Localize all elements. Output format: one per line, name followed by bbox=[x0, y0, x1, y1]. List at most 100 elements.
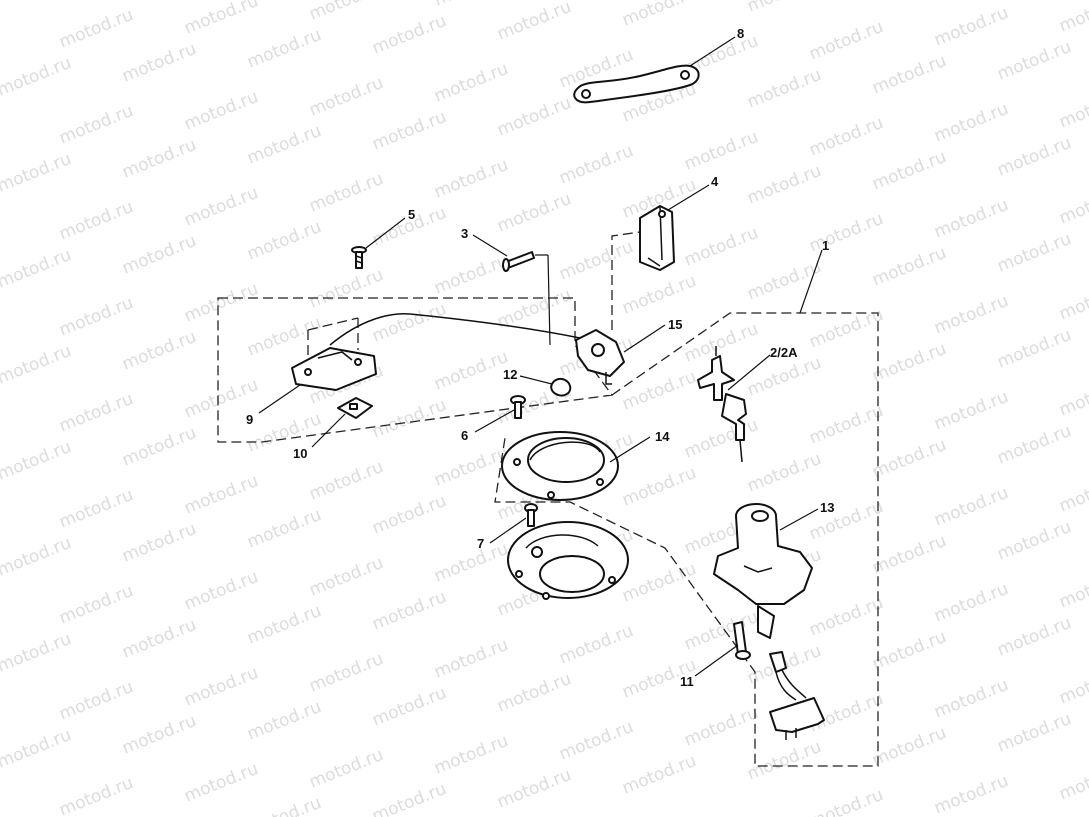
watermark-text: motod.ru bbox=[1056, 277, 1089, 325]
watermark-text: motod.ru bbox=[556, 237, 636, 285]
watermark-text: motod.ru bbox=[306, 169, 386, 217]
watermark-text: motod.ru bbox=[869, 51, 949, 99]
watermark-text: motod.ru bbox=[869, 339, 949, 387]
watermark-text: motod.ru bbox=[244, 793, 324, 817]
watermark-text: motod.ru bbox=[806, 113, 886, 161]
watermark-text: motod.ru bbox=[0, 629, 74, 677]
watermark-text: motod.ru bbox=[619, 271, 699, 319]
watermark-text: motod.ru bbox=[119, 711, 199, 759]
watermark-text: motod.ru bbox=[681, 415, 761, 463]
watermark-text: motod.ru bbox=[369, 587, 449, 635]
watermark-text: motod.ru bbox=[1056, 469, 1089, 517]
filler-base bbox=[507, 521, 629, 600]
watermark-text: motod.ru bbox=[306, 73, 386, 121]
watermark-text: motod.ru bbox=[1056, 373, 1089, 421]
callout-labels: 8 4 5 3 1 15 2/2A 12 9 6 14 10 13 7 11 bbox=[246, 26, 834, 689]
callout-5: 5 bbox=[408, 207, 415, 222]
watermark-text: motod.ru bbox=[619, 463, 699, 511]
watermark-text: motod.ru bbox=[619, 559, 699, 607]
watermark-text: motod.ru bbox=[744, 0, 824, 17]
watermark-text: motod.ru bbox=[494, 669, 574, 717]
watermark-text: motod.ru bbox=[931, 195, 1011, 243]
callout-11: 11 bbox=[680, 674, 694, 689]
watermark-text: motod.ru bbox=[0, 341, 74, 389]
watermark-text: motod.ru bbox=[0, 533, 74, 581]
watermark-text: motod.ru bbox=[681, 127, 761, 175]
fuel-cap-part-14 bbox=[501, 431, 619, 501]
watermark-text: motod.ru bbox=[119, 39, 199, 87]
callout-14: 14 bbox=[655, 429, 670, 444]
watermark-text: motod.ru bbox=[994, 517, 1074, 565]
watermark-text: motod.ru bbox=[431, 635, 511, 683]
watermark-text: motod.ru bbox=[244, 217, 324, 265]
watermark-text: motod.ru bbox=[619, 367, 699, 415]
watermark-text: motod.ru bbox=[1056, 565, 1089, 613]
boundary-bracket-link bbox=[611, 231, 641, 330]
bracket-part-4 bbox=[639, 205, 675, 271]
callout-6: 6 bbox=[461, 428, 468, 443]
watermark-text: motod.ru bbox=[994, 421, 1074, 469]
watermark-text: motod.ru bbox=[306, 745, 386, 793]
watermark-text: motod.ru bbox=[744, 737, 824, 785]
watermark-text: motod.ru bbox=[119, 615, 199, 663]
watermark-text: motod.ru bbox=[806, 593, 886, 641]
watermark-text: motod.ru bbox=[369, 395, 449, 443]
watermark-text: motod.ru bbox=[931, 387, 1011, 435]
watermark-text: motod.ru bbox=[931, 99, 1011, 147]
watermark-text: motod.ru bbox=[369, 491, 449, 539]
callout-2-2a: 2/2A bbox=[770, 345, 798, 360]
watermark-text: motod.ru bbox=[244, 697, 324, 745]
callout-10: 10 bbox=[293, 446, 307, 461]
watermark-text: motod.ru bbox=[244, 121, 324, 169]
watermark-text: motod.ru bbox=[494, 93, 574, 141]
watermark-text: motod.ru bbox=[181, 567, 261, 615]
ignition-switch-part-13 bbox=[713, 503, 813, 639]
watermark-text: motod.ru bbox=[994, 133, 1074, 181]
watermark-text: motod.ru bbox=[431, 59, 511, 107]
watermark-text: motod.ru bbox=[806, 17, 886, 65]
watermark-text: motod.ru bbox=[806, 305, 886, 353]
watermark-text: motod.ru bbox=[56, 485, 136, 533]
callout-13: 13 bbox=[820, 500, 834, 515]
watermark-text: motod.ru bbox=[431, 347, 511, 395]
watermark-text: motod.ru bbox=[181, 183, 261, 231]
watermark-text: motod.ru bbox=[1056, 661, 1089, 709]
watermark-text: motod.ru bbox=[994, 325, 1074, 373]
watermark-text: motod.ru bbox=[994, 37, 1074, 85]
watermark-text: motod.ru bbox=[869, 147, 949, 195]
watermark-text: motod.ru bbox=[369, 11, 449, 59]
watermark-text: motod.ru bbox=[306, 457, 386, 505]
watermark-text: motod.ru bbox=[744, 257, 824, 305]
watermark-text: motod.ru bbox=[681, 607, 761, 655]
watermark-text: motod.ru bbox=[681, 223, 761, 271]
watermark-text: motod.ru bbox=[869, 627, 949, 675]
watermark-text: motod.ru bbox=[306, 649, 386, 697]
watermark-text: motod.ru bbox=[306, 265, 386, 313]
watermark-text: motod.ru bbox=[1056, 85, 1089, 133]
watermark-text: motod.ru bbox=[619, 751, 699, 799]
watermark-text: motod.ru bbox=[556, 141, 636, 189]
watermark-text: motod.ru bbox=[244, 505, 324, 553]
watermark-text: motod.ru bbox=[431, 0, 511, 11]
screw-part-3 bbox=[502, 251, 551, 346]
watermark-text: motod.ru bbox=[56, 677, 136, 725]
watermark-text: motod.ru bbox=[994, 709, 1074, 757]
washer-part-10 bbox=[337, 397, 373, 419]
callout-1: 1 bbox=[822, 238, 829, 253]
watermark-text: motod.ru bbox=[556, 717, 636, 765]
callout-3: 3 bbox=[461, 226, 468, 241]
watermark-text: motod.ru bbox=[181, 87, 261, 135]
watermark-text: motod.ru bbox=[556, 621, 636, 669]
watermark-text: motod.ru bbox=[931, 675, 1011, 723]
watermark-text: motod.ru bbox=[931, 291, 1011, 339]
watermark-text: motod.ru bbox=[931, 771, 1011, 817]
watermark-text: motod.ru bbox=[494, 189, 574, 237]
callout-8: 8 bbox=[737, 26, 744, 41]
callout-7: 7 bbox=[477, 536, 484, 551]
watermark-text: motod.ru bbox=[931, 483, 1011, 531]
watermark-text: motod.ru bbox=[56, 5, 136, 53]
watermark-text: motod.ru bbox=[181, 471, 261, 519]
watermark-text: motod.ru bbox=[806, 785, 886, 817]
watermark-text: motod.ru bbox=[0, 245, 74, 293]
watermark-text: motod.ru bbox=[369, 779, 449, 817]
